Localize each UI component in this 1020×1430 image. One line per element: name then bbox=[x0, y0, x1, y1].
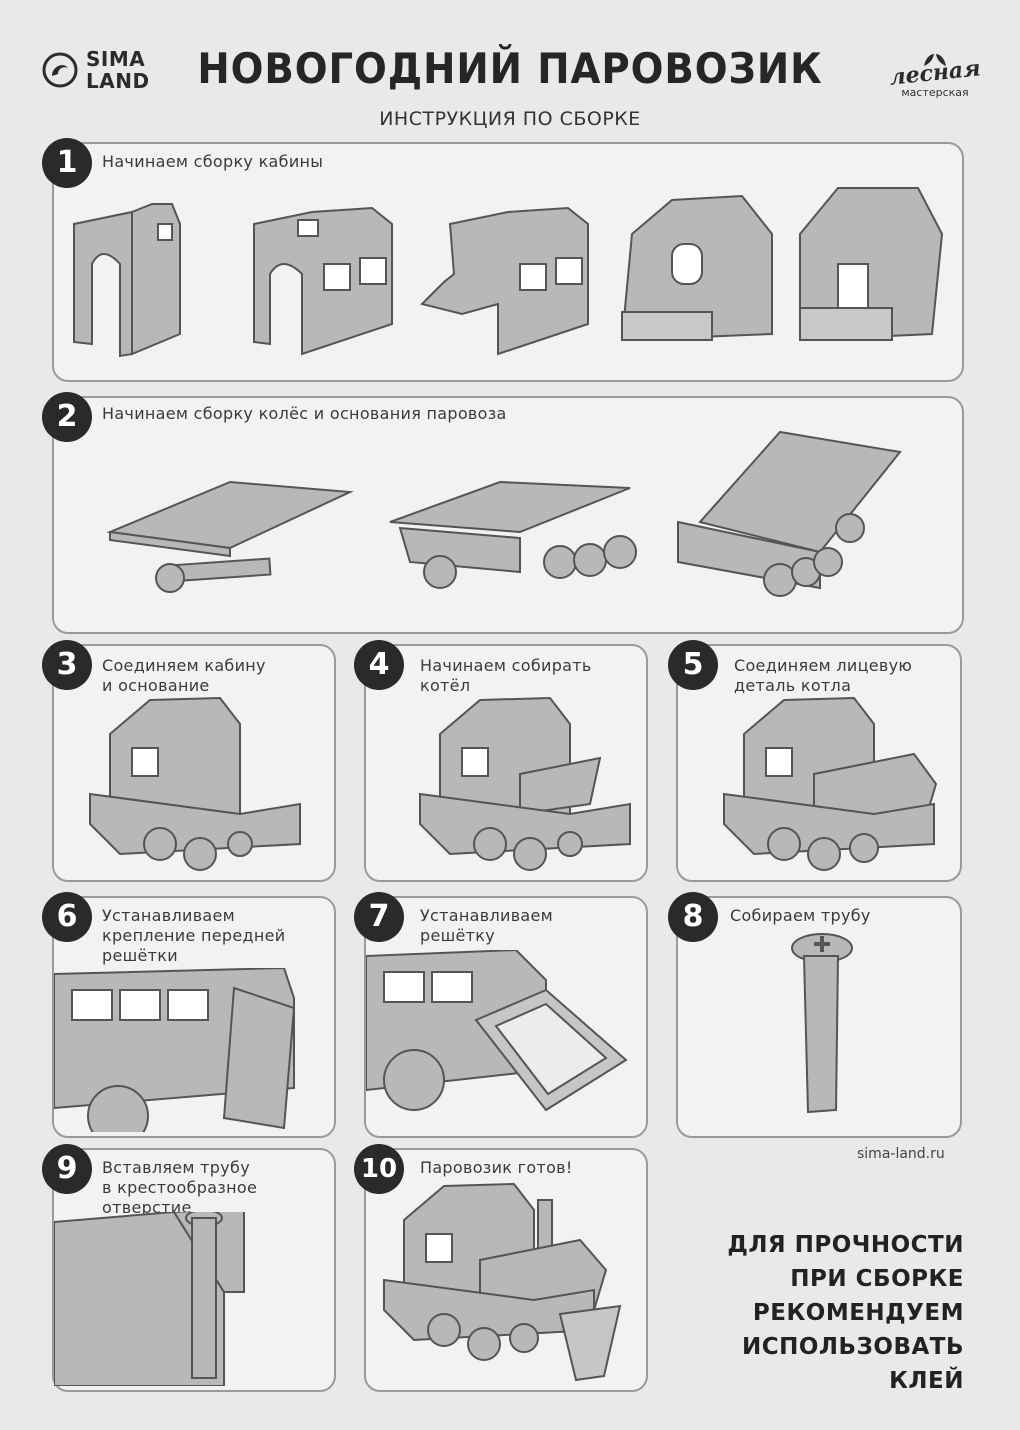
step-text-2: Начинаем сборку колёс и основания парово… bbox=[102, 404, 507, 424]
brand-right-sub: мастерская bbox=[901, 86, 969, 99]
step-badge-3: 3 bbox=[42, 640, 92, 690]
step-text-4-line: Начинаем собирать bbox=[420, 656, 592, 675]
step-badge-8: 8 bbox=[668, 892, 718, 942]
step-7-illustration bbox=[366, 950, 628, 1112]
step-text-3-line: и основание bbox=[102, 676, 210, 695]
step-badge-10: 10 bbox=[354, 1144, 404, 1194]
step-text-8: Собираем трубу bbox=[730, 906, 871, 926]
step-text-4-line: котёл bbox=[420, 676, 471, 695]
step-3-illustration bbox=[89, 696, 301, 871]
step-text-9-line: Вставляем трубу bbox=[102, 1158, 250, 1177]
step-text-3: Соединяем кабину и основание bbox=[102, 656, 266, 696]
glue-note-line: ДЛЯ ПРОЧНОСТИ bbox=[727, 1232, 964, 1258]
page-title: НОВОГОДНИЙ ПАРОВОЗИК bbox=[197, 44, 823, 93]
step-9-illustration bbox=[54, 1212, 245, 1386]
step-5-illustration bbox=[723, 696, 938, 871]
step-text-6: Устанавливаем крепление передней решётки bbox=[102, 906, 285, 966]
lesnaya-masterskaya-logo: лесная мастерская bbox=[888, 54, 982, 122]
step-text-6-line: крепление передней bbox=[102, 926, 286, 945]
brand-right-main: лесная bbox=[888, 55, 982, 91]
step-4-illustration bbox=[419, 696, 631, 871]
step-text-9: Вставляем трубу в крестообразное отверст… bbox=[102, 1158, 257, 1218]
step-badge-6: 6 bbox=[42, 892, 92, 942]
step-text-4: Начинаем собирать котёл bbox=[420, 656, 592, 696]
step-badge-9: 9 bbox=[42, 1144, 92, 1194]
step-10-illustration bbox=[383, 1182, 622, 1382]
step-text-10-line: Паровозик готов! bbox=[420, 1158, 573, 1177]
sima-land-logo: SIMA LAND bbox=[42, 44, 162, 104]
step-text-3-line: Соединяем кабину bbox=[102, 656, 266, 675]
step-text-7-line: решётку bbox=[420, 926, 496, 945]
step-2-illustration bbox=[106, 430, 902, 597]
leaf-icon bbox=[924, 54, 946, 66]
step-text-10: Паровозик готов! bbox=[420, 1158, 573, 1178]
step-text-8-line: Собираем трубу bbox=[730, 906, 871, 925]
step-badge-1: 1 bbox=[42, 138, 92, 188]
glue-note-line: КЛЕЙ bbox=[889, 1368, 964, 1394]
step-badge-7: 7 bbox=[354, 892, 404, 942]
step-1-illustration bbox=[73, 187, 944, 358]
step-text-7-line: Устанавливаем bbox=[420, 906, 554, 925]
sima-land-wordmark: SIMA LAND bbox=[86, 48, 150, 92]
glue-note-line: ИСПОЛЬЗОВАТЬ bbox=[741, 1334, 964, 1360]
step-8-illustration bbox=[791, 933, 853, 1114]
brand-line-1: SIMA bbox=[86, 47, 146, 71]
page-subtitle: ИНСТРУКЦИЯ ПО СБОРКЕ bbox=[379, 108, 641, 130]
step-text-5-line: деталь котла bbox=[734, 676, 852, 695]
step-badge-4: 4 bbox=[354, 640, 404, 690]
sima-land-logo-icon bbox=[42, 52, 78, 88]
step-text-5-line: Соединяем лицевую bbox=[734, 656, 913, 675]
step-text-6-line: решётки bbox=[102, 946, 178, 965]
step-text-1-line: Начинаем сборку кабины bbox=[102, 152, 324, 171]
glue-note-line: РЕКОМЕНДУЕМ bbox=[752, 1300, 964, 1326]
step-text-7: Устанавливаем решётку bbox=[420, 906, 553, 946]
brand-line-2: LAND bbox=[86, 69, 150, 93]
step-text-1: Начинаем сборку кабины bbox=[102, 152, 323, 172]
glue-note: ДЛЯ ПРОЧНОСТИ ПРИ СБОРКЕ РЕКОМЕНДУЕМ ИСП… bbox=[727, 1228, 964, 1398]
step-text-6-line: Устанавливаем bbox=[102, 906, 236, 925]
step-6-illustration bbox=[54, 968, 296, 1132]
step-text-9-line: в крестообразное bbox=[102, 1178, 258, 1197]
step-text-5: Соединяем лицевую деталь котла bbox=[734, 656, 912, 696]
step-badge-5: 5 bbox=[668, 640, 718, 690]
website-link[interactable]: sima-land.ru bbox=[857, 1146, 945, 1162]
step-text-2-line: Начинаем сборку колёс и основания парово… bbox=[102, 404, 507, 423]
glue-note-line: ПРИ СБОРКЕ bbox=[790, 1266, 964, 1292]
step-badge-2: 2 bbox=[42, 392, 92, 442]
